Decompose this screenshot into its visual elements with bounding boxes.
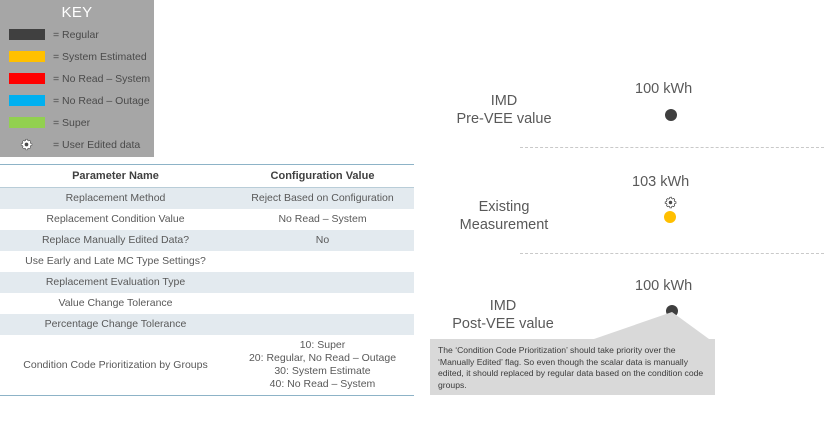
cell-parameter-name: Replacement Method bbox=[0, 187, 231, 209]
table-row: Condition Code Prioritization by Groups … bbox=[0, 335, 414, 396]
column-header-parameter-name: Parameter Name bbox=[0, 164, 231, 188]
cell-parameter-name: Percentage Change Tolerance bbox=[0, 314, 231, 335]
key-label-system-estimated: = System Estimated bbox=[53, 50, 147, 63]
swatch-cell-super bbox=[0, 117, 53, 128]
data-point-post-vee bbox=[666, 305, 678, 317]
table-row: Replacement Method Reject Based on Confi… bbox=[0, 187, 414, 209]
value-label-existing-measurement: 103 kWh bbox=[632, 174, 690, 190]
data-point-existing-measurement bbox=[664, 211, 676, 223]
key-label-no-read-outage: = No Read – Outage bbox=[53, 94, 150, 107]
key-label-user-edited: = User Edited data bbox=[53, 138, 141, 151]
color-swatch-system-estimated bbox=[8, 51, 45, 62]
key-label-no-read-system: = No Read – System bbox=[53, 72, 151, 85]
key-row-user-edited: = User Edited data bbox=[0, 134, 154, 155]
cell-parameter-name: Replacement Evaluation Type bbox=[0, 272, 231, 293]
cell-parameter-name: Use Early and Late MC Type Settings? bbox=[0, 251, 231, 272]
key-label-super: = Super bbox=[53, 116, 91, 129]
swatch-cell-system-estimated bbox=[0, 51, 53, 62]
swatch-cell-regular bbox=[0, 29, 53, 40]
gear-icon bbox=[664, 196, 677, 209]
cell-parameter-name: Value Change Tolerance bbox=[0, 293, 231, 314]
color-swatch-no-read-outage bbox=[8, 95, 45, 106]
key-row-no-read-outage: = No Read – Outage bbox=[0, 90, 154, 111]
color-swatch-super bbox=[8, 117, 45, 128]
cell-configuration-value bbox=[231, 272, 414, 293]
cell-configuration-value: 10: Super 20: Regular, No Read – Outage … bbox=[231, 335, 414, 396]
cell-parameter-name: Condition Code Prioritization by Groups bbox=[0, 335, 231, 396]
table-row: Replacement Evaluation Type bbox=[0, 272, 414, 293]
key-row-super: = Super bbox=[0, 112, 154, 133]
column-header-configuration-value: Configuration Value bbox=[231, 164, 414, 188]
color-swatch-regular bbox=[8, 29, 45, 40]
color-swatch-no-read-system bbox=[8, 73, 45, 84]
cell-parameter-name: Replacement Condition Value bbox=[0, 209, 231, 230]
swatch-cell-no-read-system bbox=[0, 73, 53, 84]
gear-icon bbox=[20, 138, 33, 151]
key-row-system-estimated: = System Estimated bbox=[0, 46, 154, 67]
vee-flow-diagram: IMD Pre-VEE value 100 kWh Existing Measu… bbox=[414, 0, 824, 423]
callout-note-text: The ‘Condition Code Prioritization’ shou… bbox=[438, 345, 704, 390]
swatch-cell-user-edited bbox=[0, 138, 53, 151]
cell-configuration-value bbox=[231, 293, 414, 314]
key-row-regular: = Regular bbox=[0, 24, 154, 45]
user-edited-marker bbox=[664, 196, 677, 214]
table-header-row: Parameter Name Configuration Value bbox=[0, 164, 414, 188]
cell-configuration-value bbox=[231, 251, 414, 272]
stage-label-pre-vee: IMD Pre-VEE value bbox=[456, 93, 552, 127]
stage-label-post-vee: IMD Post-VEE value bbox=[452, 298, 554, 332]
cell-configuration-value: No bbox=[231, 230, 414, 251]
stage-divider-2 bbox=[520, 253, 824, 254]
callout-note: The ‘Condition Code Prioritization’ shou… bbox=[430, 339, 715, 395]
key-title: KEY bbox=[61, 4, 93, 21]
cell-configuration-value: No Read – System bbox=[231, 209, 414, 230]
value-label-pre-vee: 100 kWh bbox=[635, 81, 693, 97]
key-row-no-read-system: = No Read – System bbox=[0, 68, 154, 89]
table-row: Replacement Condition Value No Read – Sy… bbox=[0, 209, 414, 230]
cell-parameter-name: Replace Manually Edited Data? bbox=[0, 230, 231, 251]
stage-label-existing-measurement: Existing Measurement bbox=[459, 199, 549, 233]
table-row: Replace Manually Edited Data? No bbox=[0, 230, 414, 251]
value-label-post-vee: 100 kWh bbox=[635, 278, 693, 294]
key-label-regular: = Regular bbox=[53, 28, 99, 41]
cell-configuration-value: Reject Based on Configuration bbox=[231, 187, 414, 209]
table-row: Value Change Tolerance bbox=[0, 293, 414, 314]
stage-divider-1 bbox=[520, 147, 824, 148]
key-legend-box: KEY = Regular = System Estimated = No Re… bbox=[0, 0, 154, 157]
cell-configuration-value bbox=[231, 314, 414, 335]
table-row: Use Early and Late MC Type Settings? bbox=[0, 251, 414, 272]
configuration-parameter-table: Parameter Name Configuration Value Repla… bbox=[0, 164, 414, 396]
table-row: Percentage Change Tolerance bbox=[0, 314, 414, 335]
swatch-cell-no-read-outage bbox=[0, 95, 53, 106]
data-point-pre-vee bbox=[665, 109, 677, 121]
